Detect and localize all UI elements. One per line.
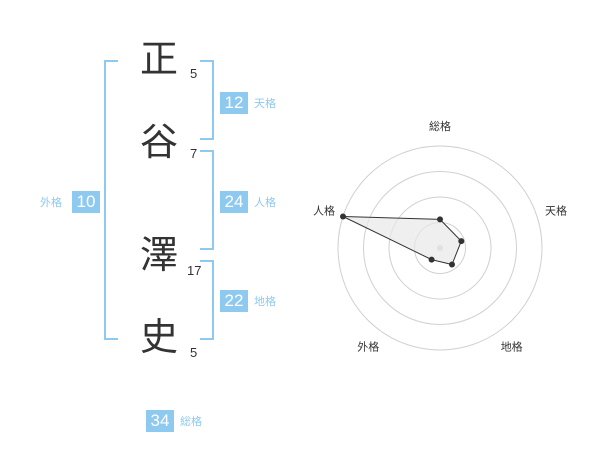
stroke-count-3: 17 — [187, 263, 202, 278]
soukaku-label: 総格 — [180, 415, 202, 428]
tenkaku-value: 12 — [220, 92, 248, 114]
stroke-count-2: 7 — [190, 146, 198, 161]
radar-axis-label-2: 天格 — [545, 203, 567, 217]
radar-point-3 — [449, 261, 455, 268]
tenkaku-bracket — [200, 60, 214, 140]
name-char-3: 澤 — [140, 233, 179, 277]
radar-ring-2 — [388, 196, 492, 300]
soukaku-value: 34 — [146, 410, 174, 432]
stroke-count-1: 5 — [190, 66, 198, 81]
radar-ring-4 — [337, 145, 543, 351]
radar-point-4 — [428, 256, 435, 263]
chikaku-value: 22 — [220, 290, 248, 312]
radar-ring-3 — [363, 171, 517, 325]
radar-point-5 — [340, 213, 346, 220]
radar-data-polygon — [342, 216, 462, 266]
radar-points — [340, 213, 465, 268]
radar-point-2 — [458, 238, 465, 245]
radar-axis-label-3: 地格 — [501, 340, 523, 354]
radar-point-1 — [437, 216, 443, 223]
name-char-1: 正 — [140, 37, 179, 81]
radar-axis-label-4: 外格 — [357, 340, 379, 354]
jinkaku-value: 24 — [220, 191, 248, 213]
radar-rings — [337, 145, 543, 351]
name-char-2: 谷 — [140, 120, 179, 164]
gaikaku-value: 10 — [72, 191, 100, 213]
stroke-count-4: 5 — [190, 345, 198, 360]
radar-axis-label-5: 人格 — [313, 203, 335, 217]
tenkaku-label: 天格 — [254, 97, 276, 110]
jinkaku-bracket — [200, 150, 214, 250]
chikaku-bracket — [200, 260, 214, 340]
gaikaku-bracket — [104, 60, 118, 340]
chikaku-label: 地格 — [254, 295, 276, 308]
name-char-4: 史 — [140, 315, 179, 359]
radar-axis-label-1: 総格 — [429, 119, 451, 133]
jinkaku-label: 人格 — [254, 196, 276, 209]
gaikaku-label: 外格 — [40, 196, 62, 209]
